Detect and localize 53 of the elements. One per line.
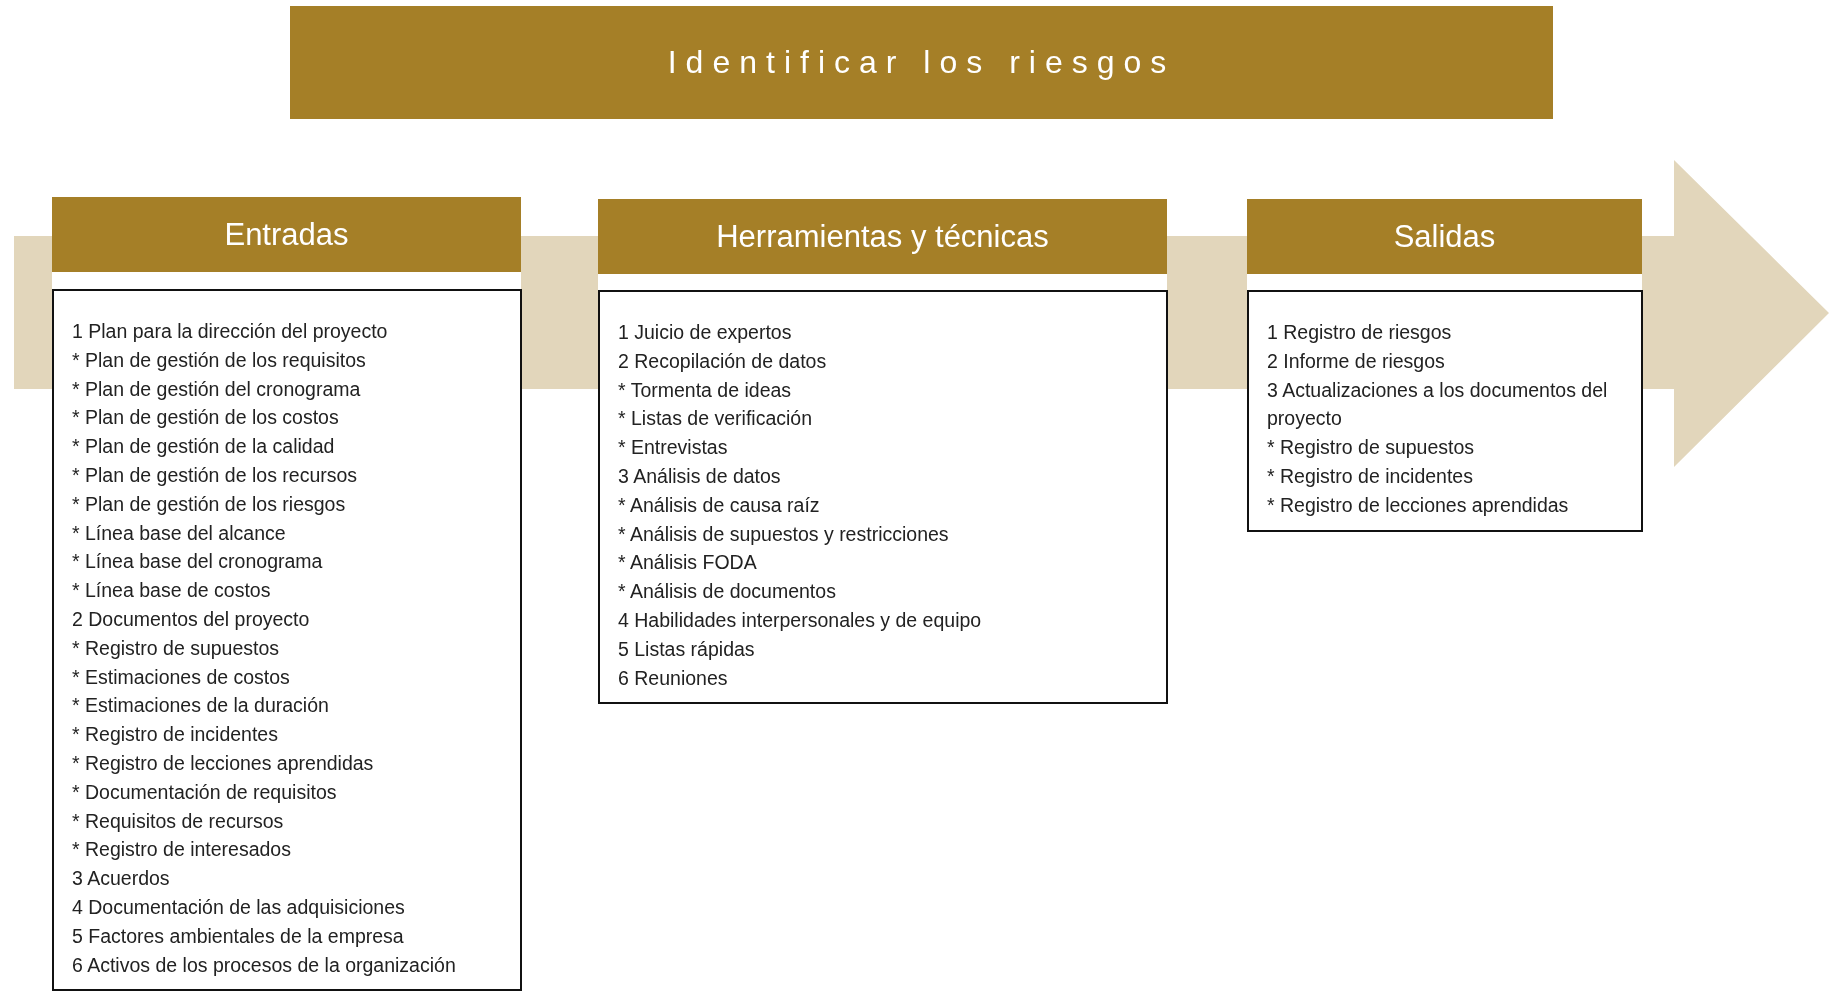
list-item: * Línea base del cronograma [72, 549, 324, 575]
list-item: 6 Activos de los procesos de la organización [72, 952, 457, 978]
band-connector [1167, 236, 1247, 389]
list-item: 2 Documentos del proyecto [72, 606, 311, 632]
list-item: 2 Recopilación de datos [618, 348, 828, 374]
section-header: Salidas [1247, 199, 1642, 274]
list-item: 2 Informe de riesgos [1267, 348, 1446, 374]
list-item: * Línea base de costos [72, 578, 272, 604]
list-item: 6 Reuniones [618, 665, 729, 691]
list-item: 5 Listas rápidas [618, 636, 756, 662]
list-item: * Línea base del alcance [72, 520, 287, 546]
list-item: 3 Acuerdos [72, 866, 171, 892]
list-panel [52, 289, 522, 992]
list-item: 5 Factores ambientales de la empresa [72, 923, 405, 949]
list-item: * Requisitos de recursos [72, 808, 285, 834]
block-arrow [1642, 160, 1829, 467]
list-item: 3 Análisis de datos [618, 464, 782, 489]
list-item: 3 Actualizaciones a los documentos del proyecto [1267, 377, 1609, 432]
list-item: * Plan de gestión de los riesgos [72, 491, 347, 517]
list-item: 1 Plan para la dirección del proyecto [72, 319, 389, 344]
list-item: * Tormenta de ideas [618, 377, 793, 403]
list-item: * Plan de gestión de los recursos [72, 463, 359, 488]
list-item: 1 Juicio de expertos [618, 320, 793, 345]
list-item: * Registro de lecciones aprendidas [72, 750, 375, 776]
list-item: * Registro de supuestos [1267, 435, 1476, 461]
list-item: * Plan de gestión del cronograma [72, 376, 362, 402]
list-item: * Estimaciones de la duración [72, 693, 330, 719]
list-item: * Plan de gestión de la calidad [72, 434, 336, 460]
band-connector [521, 236, 598, 389]
list-panel [1247, 290, 1643, 532]
list-item: * Análisis de documentos [618, 579, 837, 605]
list-item: * Registro de lecciones aprendidas [1267, 492, 1570, 518]
band-connector [14, 236, 52, 389]
list-item: * Plan de gestión de los requisitos [72, 347, 367, 373]
list-item: 4 Documentación de las adquisiciones [72, 894, 406, 920]
list-item: * Documentación de requisitos [72, 779, 338, 805]
list-item: * Registro de incidentes [1267, 464, 1474, 489]
list-item: 4 Habilidades interpersonales y de equipo [618, 607, 983, 633]
title-banner: Identificar los riesgos [290, 6, 1553, 119]
list-panel [598, 290, 1168, 705]
section-header: Herramientas y técnicas [598, 199, 1167, 274]
list-item: * Registro de incidentes [72, 722, 279, 748]
list-item: * Registro de interesados [72, 837, 292, 863]
list-item: * Entrevistas [618, 435, 729, 461]
list-item: * Análisis de causa raíz [618, 492, 821, 518]
list-item: 1 Registro de riesgos [1267, 320, 1453, 345]
section-header: Entradas [52, 197, 521, 272]
list-item: * Listas de verificación [618, 406, 813, 432]
list-item: * Estimaciones de costos [72, 664, 291, 690]
list-item: * Plan de gestión de los costos [72, 405, 340, 431]
list-item: * Registro de supuestos [72, 635, 281, 661]
list-item: * Análisis FODA [618, 550, 758, 576]
list-item: * Análisis de supuestos y restricciones [618, 521, 950, 547]
